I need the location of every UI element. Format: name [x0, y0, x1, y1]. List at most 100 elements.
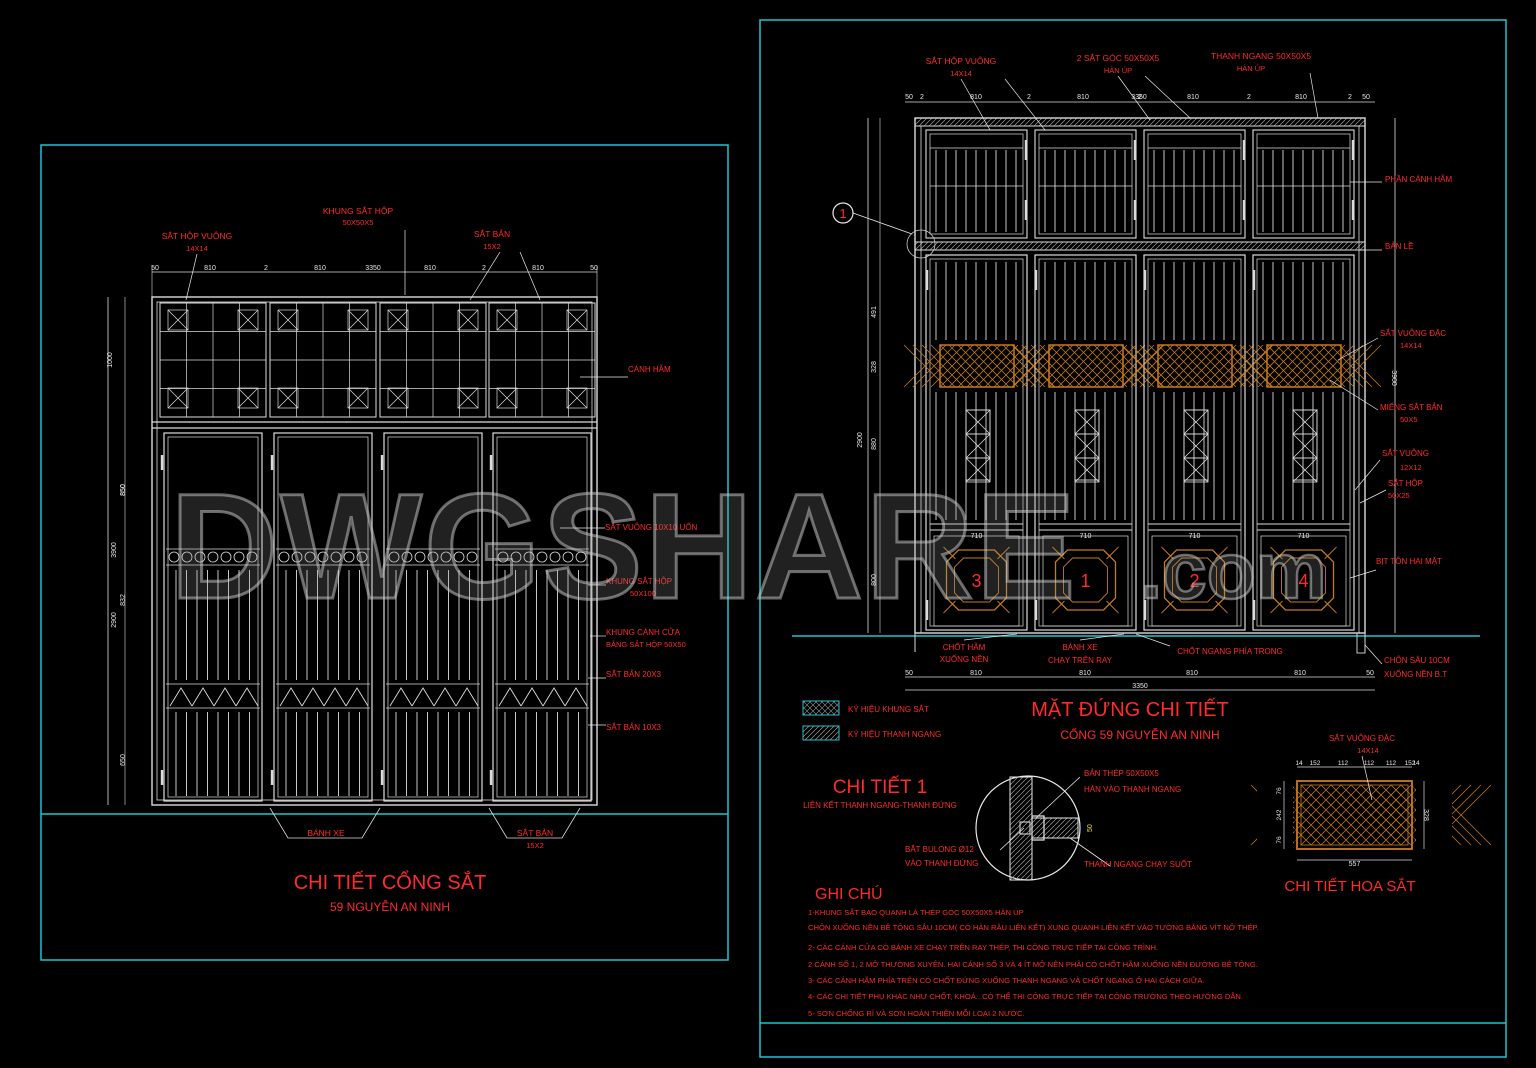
drawing-rect — [1151, 535, 1238, 627]
drawing-circle — [278, 551, 290, 563]
drawing-line — [277, 309, 299, 331]
drawing-line — [1292, 457, 1318, 483]
drawing-line — [1329, 379, 1379, 411]
drawing-line — [963, 633, 1018, 641]
r-label-banh-xe: BÁNH XE — [1062, 643, 1097, 652]
label-sat-ban-bottom: SẮT BẢN — [517, 827, 553, 838]
legend-thanh-ngang: KÝ HIỆU THANH NGANG — [848, 730, 941, 739]
drawing-line — [1012, 344, 1056, 388]
drawing-line — [1183, 409, 1209, 435]
dimension-text: 2 — [264, 265, 268, 272]
drawing-rect — [496, 436, 588, 798]
drawing-line — [457, 309, 479, 331]
drawing-line — [237, 309, 259, 331]
drawing-rect — [965, 457, 991, 483]
drawing-line — [277, 387, 299, 409]
drawing-circle — [246, 551, 258, 563]
drawing-line — [1324, 600, 1337, 614]
dimension-text: 710 — [971, 533, 983, 540]
drawing-rect — [925, 254, 1028, 631]
drawing-circle — [523, 551, 535, 563]
drawing-line — [1324, 546, 1337, 560]
drawing-line — [1275, 344, 1319, 388]
drawing-line — [1052, 546, 1065, 560]
label-khung-canh-cua: KHUNG CÁNH CỬA — [606, 628, 681, 637]
drawing-line — [1183, 457, 1209, 483]
drawing-line — [1248, 344, 1292, 388]
dimension-text: 112 — [1364, 760, 1375, 767]
dimension-text: 800 — [871, 574, 878, 586]
drawing-line — [1052, 600, 1065, 614]
panel-number: 2 — [1189, 571, 1199, 591]
dimension-text: 2 — [1138, 94, 1142, 101]
drawing-circle — [401, 551, 413, 563]
legend-swatch-khung-sat — [802, 700, 840, 716]
drawing-medallion — [945, 549, 1008, 611]
dimension-text: 50 — [1366, 670, 1374, 677]
drawing-line — [1361, 755, 1373, 801]
drawing-rect — [277, 309, 299, 331]
notes-list: 1-KHUNG SẮT BAO QUANH LÀ THÉP GÓC 50X50X… — [808, 908, 1259, 1018]
drawing-triangle — [498, 687, 522, 707]
drawing-rect — [237, 309, 259, 331]
drawing-circle — [414, 551, 426, 563]
drawing-line — [1230, 344, 1274, 388]
detail1-ban-thep: BẢN THÉP 50X50X5 — [1084, 769, 1159, 778]
drawing-line — [1292, 409, 1318, 435]
drawing-line — [1284, 344, 1328, 388]
drawing-line — [1270, 600, 1283, 614]
drawing-rect — [156, 301, 593, 801]
drawing-rect — [1147, 133, 1242, 235]
r-label-banh-xe-2: CHẠY TRÊN RAY — [1048, 656, 1113, 665]
drawing-line — [566, 387, 588, 409]
drawing-triangle — [345, 687, 369, 707]
drawing-circle — [304, 551, 316, 563]
r-label-sat-hop-vuong: SẮT HỘP VUÔNG — [926, 56, 997, 66]
dimension-text: 810 — [1186, 670, 1198, 677]
drawing-medallion-inner — [1281, 557, 1326, 603]
panel-number: 1 — [1080, 571, 1090, 591]
r-label-mieng-sat-ban: MIẾNG SẮT BẢN — [1380, 402, 1443, 412]
drawing-line — [997, 546, 1010, 560]
drawing-triangle — [169, 687, 193, 707]
drawing-rect — [167, 387, 189, 409]
dimension-text: 880 — [871, 438, 878, 450]
label-khung-sat-hop-2-size: 50X100 — [630, 589, 656, 598]
dimension-text: 2 — [482, 265, 486, 272]
drawing-line — [1048, 344, 1092, 388]
detail1-bulong-2: VÀO THANH ĐỨNG — [905, 859, 978, 868]
drawing-line — [1302, 344, 1346, 388]
label-sat-ban-10: SẮT BẢN 10X3 — [606, 723, 662, 732]
drawing-line — [469, 251, 501, 301]
drawing-triangle — [279, 687, 303, 707]
r-label-sat-hop: SẮT HỘP — [1388, 479, 1423, 488]
drawing-rect — [167, 436, 259, 798]
drawing-line — [965, 457, 991, 483]
dimension-text: 710 — [1080, 533, 1092, 540]
r-label-thanh-ngang: THANH NGANG 50X50X5 — [1211, 51, 1311, 61]
r-label-chot-ham: CHỐT HÃM — [943, 642, 986, 652]
dimension-text: 832 — [120, 594, 127, 606]
dimension-text: 557 — [1349, 861, 1361, 868]
drawing-line — [237, 387, 259, 409]
drawing-line — [1039, 344, 1083, 388]
dimension-text: 3350 — [1131, 94, 1147, 101]
r-label-sat-vuong: SẮT VUÔNG — [1382, 449, 1429, 458]
drawing-rect — [347, 387, 369, 409]
dimension-text: 3350 — [1132, 683, 1148, 690]
drawing-line — [519, 251, 541, 301]
callout-number: 1 — [839, 206, 846, 221]
watermark-suffix: .com — [1140, 526, 1327, 615]
notes-title: GHI CHÚ — [815, 884, 883, 903]
drawing-line — [975, 344, 1019, 388]
callout-detail-circle — [906, 229, 936, 259]
drawing-rect — [277, 387, 299, 409]
dimension-text: 3900 — [1390, 370, 1397, 386]
drawing-line — [496, 387, 518, 409]
drawing-line — [1161, 600, 1174, 614]
drawing-rect — [347, 309, 369, 331]
detail1-title: CHI TIẾT 1 — [833, 776, 927, 798]
label-khung-sat-hop-size: 50X50X5 — [343, 218, 374, 227]
